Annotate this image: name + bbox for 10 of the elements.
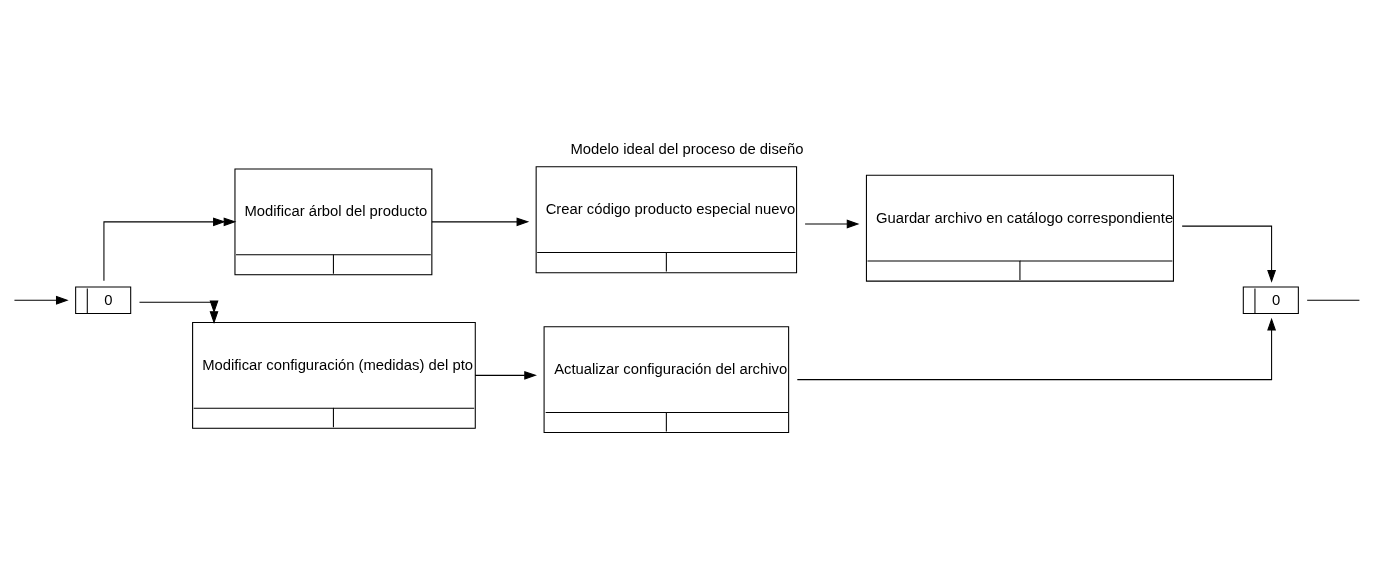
diagram-title: Modelo ideal del proceso de diseño	[570, 140, 804, 157]
arrow	[474, 370, 537, 380]
arrow	[1181, 225, 1277, 283]
connector	[1306, 299, 1360, 301]
arrow	[804, 219, 860, 228]
arrow	[13, 295, 69, 305]
arrow	[138, 300, 219, 324]
arrow	[431, 216, 530, 226]
arrow	[103, 216, 237, 281]
arrow	[796, 317, 1277, 380]
